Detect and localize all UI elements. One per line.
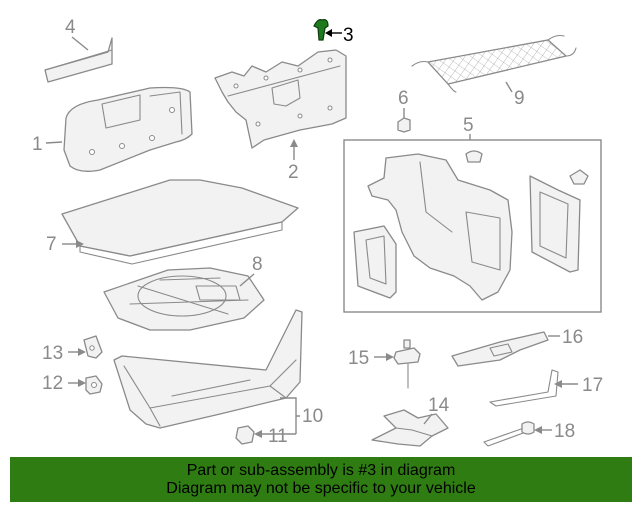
callout-14: 14 [423,395,450,425]
banner-line-1: Part or sub-assembly is #3 in diagram [186,462,456,479]
callout-18-label: 18 [554,421,575,442]
callout-7-label: 7 [46,234,57,255]
callout-13: 13 [42,343,86,364]
part-5-side-trim[interactable] [353,150,589,301]
callout-17: 17 [554,375,603,396]
callout-15-label: 15 [348,348,369,369]
callout-6: 6 [398,88,409,118]
callout-3: 3 [325,25,354,46]
callout-2-label: 2 [288,162,299,183]
callout-15: 15 [348,348,394,369]
info-banner: Part or sub-assembly is #3 in diagram Di… [10,457,632,502]
part-12-clip[interactable] [85,375,103,395]
callout-9-label: 9 [514,88,525,109]
banner-line-2: Diagram may not be specific to your vehi… [166,480,476,497]
callout-11: 11 [254,426,296,447]
parts-diagram: 4 1 2 3 [32,17,603,447]
callout-10: 10 [280,397,323,434]
part-15-jack-screw[interactable] [393,339,421,389]
part-13-bracket[interactable] [83,335,103,359]
callout-16: 16 [548,327,583,348]
part-3-clip[interactable] [313,19,329,41]
callout-1: 1 [32,134,63,155]
callout-6-label: 6 [398,88,409,109]
callout-10-label: 10 [302,406,323,427]
callout-1-label: 1 [32,134,43,155]
callout-11-label: 11 [268,426,288,447]
callout-8-label: 8 [252,254,263,275]
callout-7: 7 [46,234,84,255]
part-18-wrench[interactable] [483,421,535,447]
callout-12-label: 12 [42,373,63,394]
callout-13-label: 13 [42,343,63,364]
part-9-cargo-net[interactable] [411,34,577,93]
part-11-fastener[interactable] [235,425,255,445]
callout-14-label: 14 [428,395,450,416]
callout-9: 9 [505,81,525,109]
callout-8: 8 [239,254,263,287]
callout-17-label: 17 [582,375,603,396]
callout-18: 18 [534,421,575,442]
callout-16-label: 16 [562,327,583,348]
part-6-hook[interactable] [397,117,411,133]
callout-12: 12 [42,373,86,394]
part-2-rear-panel[interactable] [214,49,347,149]
part-17-handle-rod[interactable] [489,369,559,407]
callout-5-label: 5 [463,115,474,136]
callout-4-label: 4 [65,17,76,38]
part-16-jack[interactable] [451,331,549,367]
part-14-holder[interactable] [371,409,449,447]
callout-3-label: 3 [343,25,354,46]
callout-4: 4 [65,17,89,51]
part-4-panel[interactable] [44,37,113,83]
part-10-sill-plate[interactable] [113,309,303,429]
part-1-trim-cover[interactable] [63,86,193,172]
callout-2: 2 [288,139,299,183]
part-5-assembly-box [343,139,602,313]
callout-5: 5 [463,115,474,140]
part-7-floor-board[interactable] [61,179,299,265]
part-8-tray[interactable] [103,267,265,331]
